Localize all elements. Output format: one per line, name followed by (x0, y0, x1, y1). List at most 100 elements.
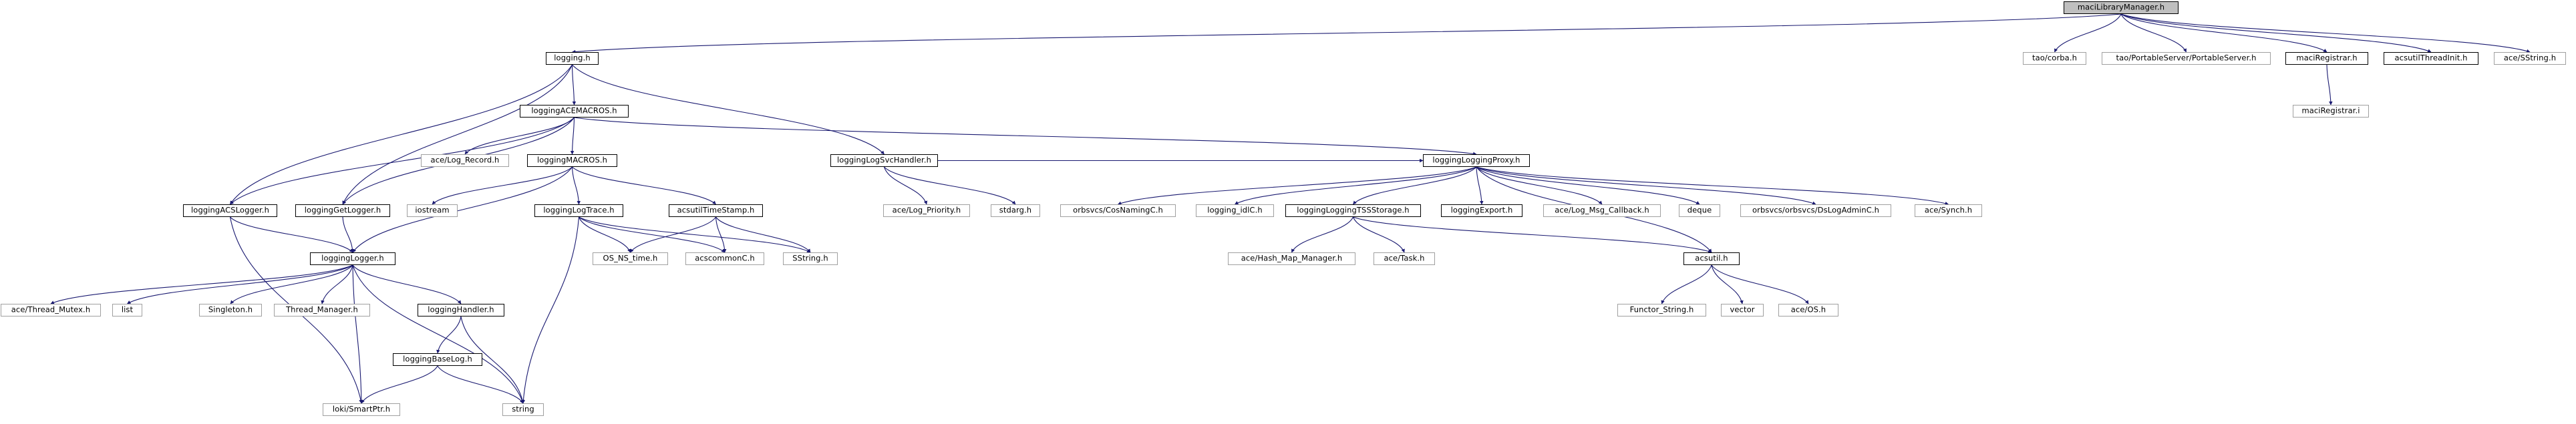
graph-node-label: maciLibraryManager.h (2077, 2, 2165, 12)
graph-node-label: SString.h (792, 253, 828, 263)
graph-node-orbsvcsDsLogAdminC[interactable]: orbsvcs/orbsvcs/DsLogAdminC.h (1740, 204, 1891, 217)
graph-edge (571, 166, 581, 205)
graph-edge (571, 13, 2122, 54)
graph-node-label: acsutilTimeStamp.h (677, 205, 755, 215)
graph-node-aceSynch[interactable]: ace/Synch.h (1915, 204, 1982, 217)
graph-edge (579, 216, 726, 253)
graph-node-label: Thread_Manager.h (286, 304, 358, 314)
graph-edge (2120, 13, 2187, 53)
graph-node-acsutil[interactable]: acsutil.h (1683, 252, 1740, 265)
graph-node-lokiSmartPtr[interactable]: loki/SmartPtr.h (323, 403, 400, 416)
graph-node-label: ace/OS.h (1790, 304, 1826, 314)
graph-node-acscommonC[interactable]: acscommonC.h (685, 252, 764, 265)
graph-edge (630, 216, 716, 253)
graph-node-FunctorString[interactable]: Functor_String.h (1617, 304, 1706, 316)
graph-node-label: maciRegistrar.i (2301, 105, 2360, 116)
graph-node-loggingGetLogger[interactable]: loggingGetLogger.h (295, 204, 390, 217)
graph-edge (437, 365, 524, 404)
graph-edge (1352, 216, 1405, 253)
graph-node-aceTask[interactable]: ace/Task.h (1374, 252, 1435, 265)
graph-edge (342, 216, 355, 253)
graph-node-label: OS_NS_time.h (603, 253, 658, 263)
graph-node-taoCorba[interactable]: tao/corba.h (2023, 52, 2086, 65)
graph-node-label: string (512, 404, 534, 414)
graph-node-aceThreadMutex[interactable]: ace/Thread_Mutex.h (1, 304, 101, 316)
graph-node-loggingIdlC[interactable]: logging_idlC.h (1196, 204, 1274, 217)
graph-node-label: orbsvcs/orbsvcs/DsLogAdminC.h (1752, 205, 1879, 215)
graph-node-loggingMACROS[interactable]: loggingMACROS.h (527, 154, 617, 167)
graph-edge (361, 365, 438, 404)
graph-node-label: ace/Log_Priority.h (892, 205, 961, 215)
graph-edge (342, 64, 573, 205)
graph-node-label: loggingBaseLog.h (403, 354, 472, 364)
graph-edge (1291, 216, 1353, 253)
graph-node-loggingACEMACROS[interactable]: loggingACEMACROS.h (520, 105, 629, 118)
graph-node-deque[interactable]: deque (1679, 204, 1720, 217)
graph-node-loggingLogSvcHandler[interactable]: loggingLogSvcHandler.h (830, 154, 938, 167)
graph-node-aceHashMapManager[interactable]: ace/Hash_Map_Manager.h (1228, 252, 1355, 265)
graph-edge (1235, 166, 1477, 205)
graph-node-iostream[interactable]: iostream (407, 204, 458, 217)
graph-node-label: logging_idlC.h (1207, 205, 1263, 215)
graph-node-label: ace/Log_Record.h (430, 155, 500, 165)
graph-node-loggingExport[interactable]: loggingExport.h (1441, 204, 1522, 217)
graph-node-string[interactable]: string (502, 403, 544, 416)
graph-node-taoPortableServer[interactable]: tao/PortableServer/PortableServer.h (2102, 52, 2271, 65)
graph-node-list[interactable]: list (112, 304, 142, 316)
graph-node-maciRegistrarI[interactable]: maciRegistrar.i (2293, 105, 2369, 118)
graph-node-label: ace/SString.h (2503, 53, 2557, 63)
graph-node-maciRegistrar[interactable]: maciRegistrar.h (2285, 52, 2368, 65)
graph-node-aceLogMsgCallback[interactable]: ace/Log_Msg_Callback.h (1543, 204, 1661, 217)
graph-node-label: Functor_String.h (1629, 304, 1694, 314)
graph-node-acsutilTimeStamp[interactable]: acsutilTimeStamp.h (669, 204, 763, 217)
graph-node-label: logging.h (554, 53, 591, 63)
graph-node-loggingHandler[interactable]: loggingHandler.h (418, 304, 504, 316)
graph-node-aceSString[interactable]: ace/SString.h (2494, 52, 2566, 65)
graph-node-ThreadManager[interactable]: Thread_Manager.h (274, 304, 370, 316)
graph-node-SString[interactable]: SString.h (783, 252, 838, 265)
graph-edge (436, 316, 462, 354)
graph-edge (352, 264, 524, 404)
graph-node-loggingACSLogger[interactable]: loggingACSLogger.h (183, 204, 277, 217)
graph-edge (50, 264, 353, 304)
graph-node-aceLogPriority[interactable]: ace/Log_Priority.h (883, 204, 970, 217)
graph-node-stdarg[interactable]: stdarg.h (991, 204, 1040, 217)
graph-node-loggingLoggingTSSStorage[interactable]: loggingLoggingTSSStorage.h (1285, 204, 1421, 217)
graph-node-orbsvcsCosNamingC[interactable]: orbsvcs/CosNamingC.h (1060, 204, 1176, 217)
graph-node-label: loggingLogger.h (321, 253, 384, 263)
graph-node-label: loggingHandler.h (428, 304, 494, 314)
graph-node-OS_NS_time[interactable]: OS_NS_time.h (593, 252, 668, 265)
graph-node-aceOS[interactable]: ace/OS.h (1778, 304, 1838, 316)
graph-edge (2120, 13, 2531, 53)
graph-edge (1476, 166, 1700, 205)
graph-edge (574, 117, 1477, 156)
graph-node-loggingLogTrace[interactable]: loggingLogTrace.h (534, 204, 623, 217)
graph-edge (2054, 13, 2122, 53)
graph-node-label: loggingACEMACROS.h (531, 105, 617, 116)
graph-node-loggingLogger[interactable]: loggingLogger.h (310, 252, 395, 265)
graph-edge (572, 166, 716, 205)
graph-node-vector[interactable]: vector (1721, 304, 1764, 316)
graph-node-label: tao/PortableServer/PortableServer.h (2116, 53, 2257, 63)
graph-node-loggingBaseLog[interactable]: loggingBaseLog.h (393, 353, 482, 366)
graph-edge (321, 264, 353, 304)
graph-edge (715, 216, 811, 253)
graph-node-maciLibraryManager[interactable]: maciLibraryManager.h (2064, 1, 2179, 14)
graph-node-aceLogRecord[interactable]: ace/Log_Record.h (421, 154, 509, 167)
graph-node-label: acscommonC.h (695, 253, 755, 263)
graph-node-logging[interactable]: logging.h (546, 52, 599, 65)
graph-node-label: iostream (415, 205, 450, 215)
graph-node-loggingLoggingProxy[interactable]: loggingLoggingProxy.h (1423, 154, 1530, 167)
graph-node-label: loggingLogTrace.h (543, 205, 615, 215)
graph-edge (1711, 264, 1809, 304)
graph-node-acsutilThreadInit[interactable]: acsutilThreadInit.h (2384, 52, 2478, 65)
graph-node-label: list (121, 304, 134, 314)
graph-edge (883, 166, 928, 205)
graph-node-label: ace/Task.h (1384, 253, 1425, 263)
graph-node-label: ace/Log_Msg_Callback.h (1555, 205, 1649, 215)
graph-node-label: loggingMACROS.h (536, 155, 608, 165)
graph-node-Singleton[interactable]: Singleton.h (199, 304, 262, 316)
graph-node-label: Singleton.h (208, 304, 253, 314)
graph-node-label: vector (1730, 304, 1755, 314)
